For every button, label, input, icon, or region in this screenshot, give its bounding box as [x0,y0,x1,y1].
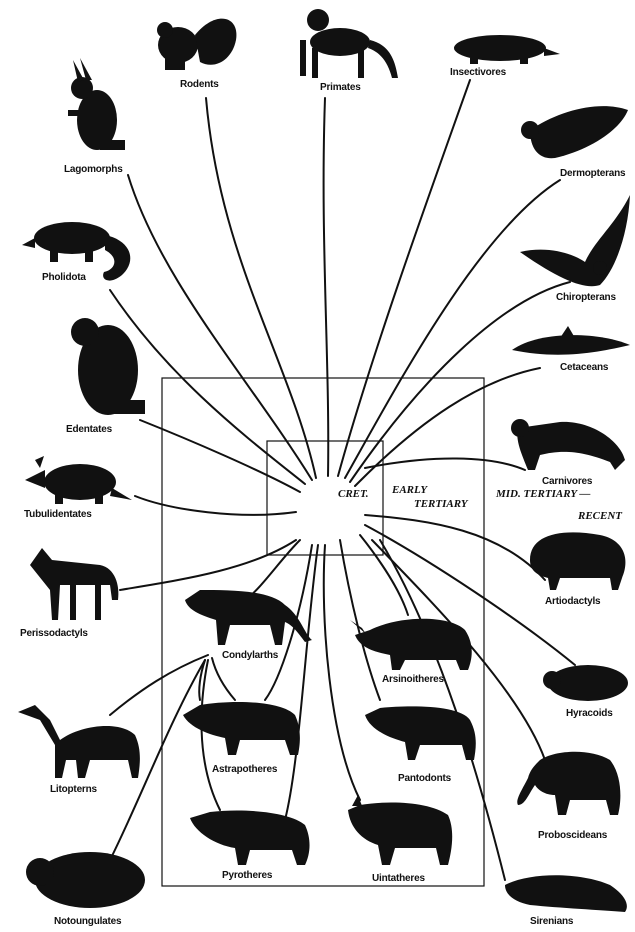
era-label-mid-tertiary-2: RECENT [578,510,622,522]
label-proboscideans: Proboscideans [538,830,607,841]
label-carnivores: Carnivores [542,476,592,487]
dolphin-silhouette-icon [512,326,630,355]
label-hyracoids: Hyracoids [566,708,613,719]
label-uintatheres: Uintatheres [372,873,425,884]
monkey-silhouette-icon [300,9,398,78]
branch-litopterns [110,655,208,715]
branch-pyrotheres [285,545,318,820]
branch-condylarths [245,540,300,600]
era-label-early-tertiary-2: TERTIARY [414,498,468,510]
hyena-silhouette-icon [511,419,625,470]
branch-carnivores [365,458,525,470]
squirrel-silhouette-icon [157,19,236,70]
horse-silhouette-icon [30,548,118,620]
label-astrapotheres: Astrapotheres [212,764,277,775]
label-condylarths: Condylarths [222,650,278,661]
branch-astrapotheres-2 [212,658,235,700]
branch-perissodactyls [120,540,296,590]
branch-artiodactyls [365,515,545,580]
label-arsinoitheres: Arsinoitheres [382,674,444,685]
branch-primates [324,98,329,476]
bat-silhouette-icon [520,195,630,286]
label-dermopterans: Dermopterans [560,168,625,179]
hyrax-silhouette-icon [543,665,628,701]
label-cetaceans: Cetaceans [560,362,608,373]
label-perissodactyls: Perissodactyls [20,628,88,639]
branch-insectivores [338,80,470,476]
label-pholidota: Pholidota [42,272,86,283]
label-edentates: Edentates [66,424,112,435]
bison-silhouette-icon [530,532,626,590]
label-rodents: Rodents [180,79,219,90]
label-notoungulates: Notoungulates [54,916,121,927]
label-primates: Primates [320,82,361,93]
uintathere-silhouette-icon [348,795,452,865]
ground-sloth-silhouette-icon [71,318,145,415]
label-sirenians: Sirenians [530,916,573,927]
label-litopterns: Litopterns [50,784,97,795]
colugo-silhouette-icon [521,106,628,158]
pyrothere-silhouette-icon [190,811,310,865]
branch-tubulidentates [135,496,296,515]
elephant-silhouette-icon [517,752,620,815]
rabbit-silhouette-icon [68,58,125,150]
litoptern-silhouette-icon [18,705,140,778]
label-tubulidentates: Tubulidentates [24,509,92,520]
label-pyrotheres: Pyrotheres [222,870,272,881]
branch-lagomorphs [128,175,312,480]
mole-silhouette-icon [454,35,560,64]
aardvark-silhouette-icon [25,456,132,504]
toxodon-silhouette-icon [26,852,145,908]
pantodont-silhouette-icon [365,706,476,760]
branch-rodents [206,98,316,478]
branch-pholidota [110,290,305,484]
manatee-silhouette-icon [505,875,627,912]
label-lagomorphs: Lagomorphs [64,164,123,175]
era-label-cretaceous: CRET. [338,488,368,500]
label-artiodactyls: Artiodactyls [545,596,600,607]
branch-uintatheres [324,545,360,800]
condylarth-silhouette-icon [185,590,312,645]
label-insectivores: Insectivores [450,67,506,78]
label-chiropterans: Chiropterans [556,292,616,303]
era-label-mid-tertiary-1: MID. TERTIARY — [496,488,590,500]
astrapothere-silhouette-icon [183,702,300,755]
label-pantodonts: Pantodonts [398,773,451,784]
branch-edentates [140,420,300,492]
branch-lines [110,80,575,880]
branch-pantodonts [340,540,380,700]
era-label-early-tertiary-1: EARLY [392,484,427,496]
